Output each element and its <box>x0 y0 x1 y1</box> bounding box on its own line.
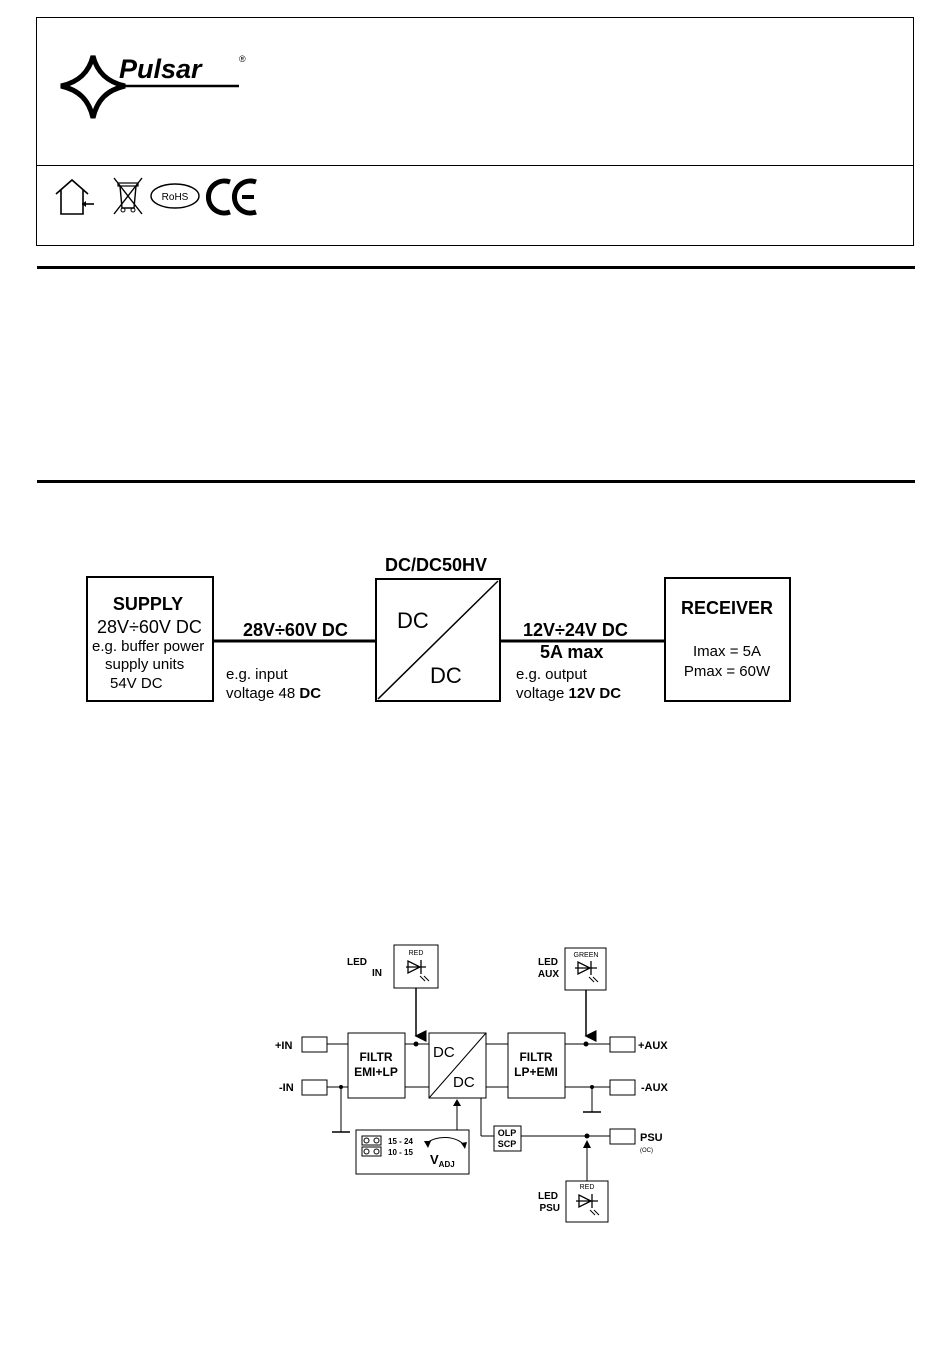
supply-title: SUPPLY <box>113 594 183 614</box>
scp-label: SCP <box>498 1139 517 1149</box>
olp-label: OLP <box>498 1128 517 1138</box>
brand-name: Pulsar <box>119 54 203 84</box>
indoor-use-icon <box>55 178 94 215</box>
application-diagram: SUPPLY 28V÷60V DC e.g. buffer power supp… <box>86 555 791 702</box>
registered-mark: ® <box>239 54 246 64</box>
supply-note-1: e.g. buffer power <box>92 638 204 655</box>
minus-aux-label: -AUX <box>641 1082 669 1094</box>
output-current: 5A max <box>540 642 603 662</box>
filter-out-box <box>507 1032 566 1099</box>
led-psu-label-1: LED <box>538 1191 558 1202</box>
psu-label: PSU <box>640 1132 663 1144</box>
jumper-range-1: 15 - 24 <box>388 1137 413 1146</box>
minus-in-label: -IN <box>279 1082 294 1094</box>
block-converter-box <box>428 1032 487 1099</box>
led-in-label-1: LED <box>347 957 367 968</box>
header-box <box>36 17 914 246</box>
weee-crossed-bin-icon <box>113 177 143 215</box>
supply-box <box>86 576 214 702</box>
output-range: 12V÷24V DC <box>523 620 628 640</box>
filter-out-line-2: LP+EMI <box>514 1065 558 1079</box>
ce-mark-icon <box>206 178 257 216</box>
led-aux-label-2: AUX <box>538 969 559 980</box>
psu-terminal <box>609 1128 636 1145</box>
led-psu-box: RED <box>565 1180 609 1223</box>
led-aux-box: GREEN <box>564 947 607 991</box>
output-note-2: voltage 12V DC <box>516 685 621 702</box>
converter-title: DC/DC50HV <box>385 555 487 575</box>
led-psu-color: RED <box>580 1184 595 1191</box>
block-converter-bottom: DC <box>453 1074 475 1091</box>
section-rule-bottom <box>37 480 915 483</box>
supply-note-2: supply units <box>105 656 184 673</box>
header-divider <box>37 165 913 166</box>
led-in-label-2: IN <box>372 968 382 979</box>
filter-out-line-1: FILTR <box>519 1050 552 1064</box>
led-in-box: RED <box>393 944 439 989</box>
led-aux-color: GREEN <box>574 952 599 959</box>
plus-aux-label: +AUX <box>638 1040 668 1052</box>
converter-top-label: DC <box>397 608 429 633</box>
block-converter-top: DC <box>433 1044 455 1061</box>
converter-bottom-label: DC <box>430 663 462 688</box>
receiver-box <box>664 577 791 702</box>
rohs-icon: RoHS <box>150 183 200 209</box>
psu-oc-label: (OC) <box>640 1148 653 1154</box>
plus-aux-terminal <box>609 1036 636 1053</box>
input-note-1: e.g. input <box>226 666 289 683</box>
led-psu-label-2: PSU <box>539 1203 560 1214</box>
section-rule-top <box>37 266 915 269</box>
plus-in-terminal <box>301 1036 328 1053</box>
supply-range: 28V÷60V DC <box>97 617 202 637</box>
filter-in-line-1: FILTR <box>359 1050 392 1064</box>
pulsar-logo: Pulsar ® <box>60 54 246 119</box>
receiver-imax: Imax = 5A <box>693 643 761 660</box>
block-diagram: LED IN RED LED AUX GREEN +IN -IN FILTR E… <box>275 944 669 1223</box>
plus-in-label: +IN <box>275 1040 292 1052</box>
led-in-color: RED <box>409 950 424 957</box>
filter-in-box <box>347 1032 406 1099</box>
vadj-jumper-box <box>355 1129 470 1175</box>
minus-in-terminal <box>301 1079 328 1096</box>
receiver-pmax: Pmax = 60W <box>684 663 771 680</box>
input-note-2: voltage 48 DC <box>226 685 321 702</box>
vadj-label: VADJ <box>430 1152 455 1169</box>
receiver-title: RECEIVER <box>681 598 773 618</box>
output-note-1: e.g. output <box>516 666 588 683</box>
jumper-range-2: 10 - 15 <box>388 1148 413 1157</box>
certification-marks: RoHS <box>55 177 257 216</box>
olp-scp-box <box>493 1125 522 1152</box>
input-range: 28V÷60V DC <box>243 620 348 640</box>
led-aux-label-1: LED <box>538 957 558 968</box>
supply-note-3: 54V DC <box>110 675 163 692</box>
rohs-label: RoHS <box>162 192 189 203</box>
filter-in-line-2: EMI+LP <box>354 1065 398 1079</box>
minus-aux-terminal <box>609 1079 636 1096</box>
